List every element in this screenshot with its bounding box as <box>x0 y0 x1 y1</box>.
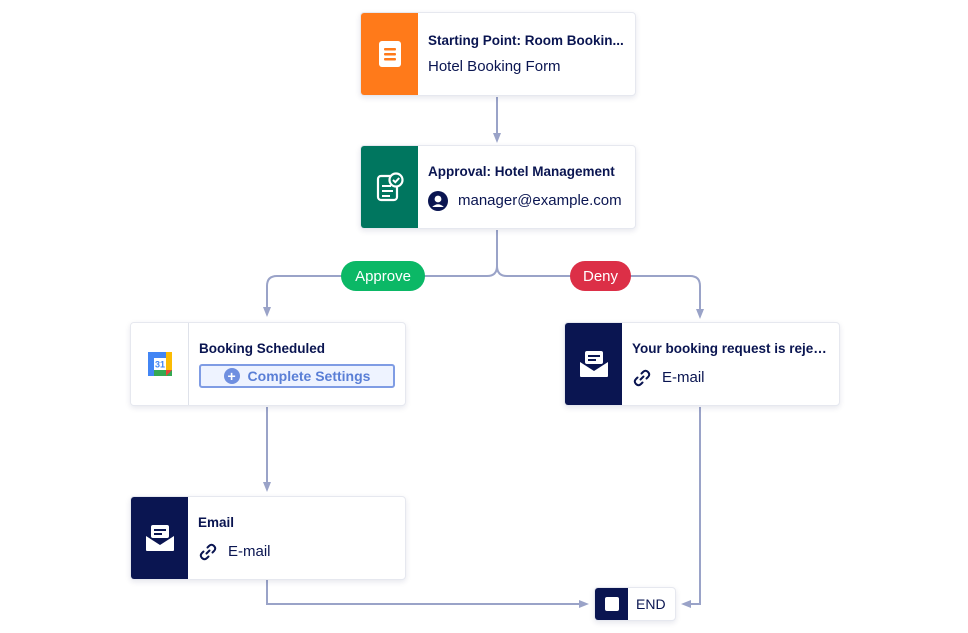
rejected-node-subtitle: E-mail <box>662 369 705 386</box>
link-icon <box>199 543 217 560</box>
booking-node-title: Booking Scheduled <box>199 340 326 356</box>
rejected-node-icon-panel <box>565 323 622 405</box>
approve-branch-label[interactable]: Approve <box>341 261 425 291</box>
plus-icon: + <box>223 367 240 384</box>
end-node-label: END <box>636 596 666 612</box>
booking-scheduled-node[interactable]: 31 Booking Scheduled + Complete Settings <box>130 322 406 406</box>
start-node-title: Starting Point: Room Bookin... <box>428 33 624 48</box>
email-node-title: Email <box>198 514 235 530</box>
complete-settings-label: Complete Settings <box>247 367 371 384</box>
connector-rejected-to-end <box>681 407 701 608</box>
start-node-subtitle: Hotel Booking Form <box>428 58 561 75</box>
google-calendar-icon: 31 <box>147 352 172 376</box>
email-icon <box>579 351 608 377</box>
start-node[interactable]: Starting Point: Room Bookin... Hotel Boo… <box>360 12 636 96</box>
form-icon <box>378 41 401 67</box>
approval-assignee-email: manager@example.com <box>458 192 622 209</box>
email-node-subtitle: E-mail <box>228 543 271 560</box>
start-node-icon-panel <box>361 13 418 95</box>
email-node[interactable]: Email E-mail <box>130 496 406 580</box>
end-node[interactable]: END <box>594 587 676 621</box>
user-avatar-icon <box>428 190 448 211</box>
email-icon <box>145 525 174 551</box>
complete-settings-button[interactable]: + Complete Settings <box>199 363 395 388</box>
deny-branch-label[interactable]: Deny <box>570 261 631 291</box>
approval-node[interactable]: Approval: Hotel Management manager@examp… <box>360 145 636 229</box>
calendar-day-text: 31 <box>154 360 164 370</box>
booking-node-icon-panel: 31 <box>131 323 188 405</box>
approval-node-icon-panel <box>361 146 418 228</box>
approval-document-icon <box>376 172 404 202</box>
end-node-icon-panel <box>595 588 628 620</box>
email-node-icon-panel <box>131 497 188 579</box>
connector-deny-branch <box>496 265 704 319</box>
stop-icon <box>604 597 619 611</box>
connector-email-to-end <box>266 580 589 608</box>
approval-node-title: Approval: Hotel Management <box>428 163 615 179</box>
link-icon <box>633 369 651 386</box>
booking-node-divider <box>188 323 189 405</box>
rejected-node-title: Your booking request is rejec... <box>632 340 829 356</box>
rejected-email-node[interactable]: Your booking request is rejec... E-mail <box>564 322 840 406</box>
